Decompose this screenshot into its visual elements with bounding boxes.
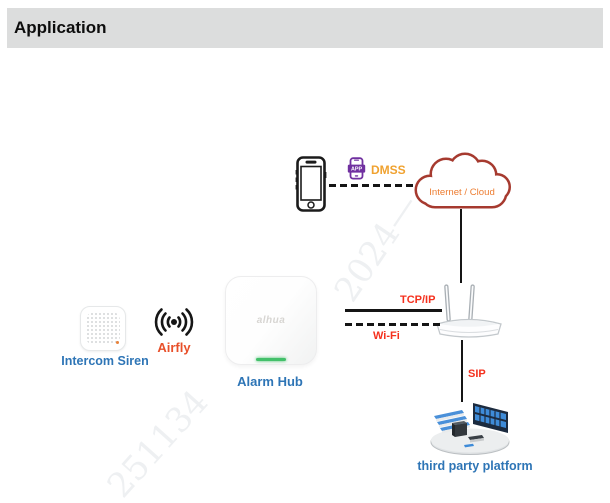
dmss-app-icon: APP	[347, 157, 366, 180]
phone-cloud-link	[329, 184, 415, 187]
router-platform-link	[461, 340, 463, 402]
alarm-hub-label: Alarm Hub	[237, 374, 303, 389]
cloud-label: Internet / Cloud	[429, 187, 495, 198]
cloud-router-link	[460, 209, 462, 283]
watermark-bottom-left: 251134	[99, 382, 217, 503]
alarm-hub-led	[256, 357, 286, 361]
alarm-hub-logo: alhua	[256, 315, 286, 326]
section-title: Application	[14, 18, 107, 37]
tcpip-link	[345, 309, 442, 312]
wifi-link	[345, 323, 442, 326]
wireless-router-icon	[436, 284, 502, 338]
airfly-label: Airfly	[157, 340, 191, 355]
intercom-siren-device	[80, 306, 126, 351]
airfly-icon	[154, 308, 194, 336]
internet-cloud-icon: Internet / Cloud	[414, 152, 511, 209]
third-party-platform-icon	[430, 403, 510, 455]
third-party-platform-label: third party platform	[417, 459, 533, 473]
wifi-label: Wi-Fi	[373, 330, 400, 342]
smartphone-icon	[295, 156, 327, 212]
alarm-hub-device: alhua	[225, 276, 317, 365]
dmss-label: DMSS	[371, 163, 406, 177]
section-header: Application	[7, 8, 603, 48]
app-badge-text: APP	[351, 167, 362, 173]
tcpip-label: TCP/IP	[400, 294, 436, 306]
sip-label: SIP	[468, 368, 486, 380]
intercom-siren-label: Intercom Siren	[61, 354, 149, 368]
